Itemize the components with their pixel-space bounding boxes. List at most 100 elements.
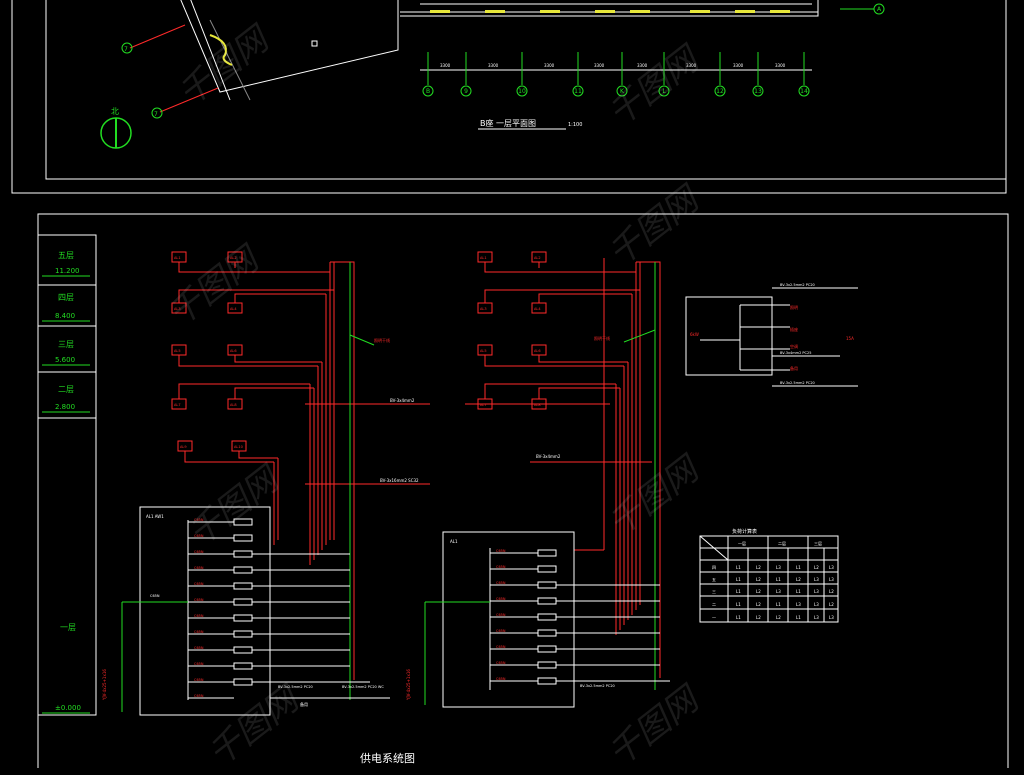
load-cell: 一 <box>712 615 716 620</box>
left-grid-markers: 7 7 <box>121 42 163 119</box>
load-cell: L2 <box>829 602 834 607</box>
floor-1-name: 一层 <box>60 623 76 632</box>
box-label: AL9 <box>180 445 187 449</box>
dimension-row: 3300 3300 3300 3300 3300 3300 3300 3300 … <box>420 52 812 97</box>
right-cable-1: BV-3x4mm2 <box>536 454 561 459</box>
svg-text:C65N: C65N <box>496 565 506 569</box>
bottom-sheet: 五层 11.200 四层 8.400 三层 5.600 二层 2.800 一层 … <box>37 213 1009 768</box>
left-breakers <box>233 518 253 686</box>
load-table-title: 负荷计算表 <box>732 528 757 535</box>
window-marks <box>430 10 790 13</box>
north-label: 北 <box>111 107 119 116</box>
load-cell: L3 <box>814 589 819 594</box>
axis-label: B <box>426 88 430 95</box>
load-cell: L1 <box>736 565 741 570</box>
dim-6: 3300 <box>686 63 697 68</box>
load-cell: L1 <box>736 615 741 620</box>
breaker-label: C65N <box>194 566 204 570</box>
floor-5-elev: 11.200 <box>55 267 80 275</box>
box-label: AL1 <box>174 256 181 260</box>
load-cell: L3 <box>796 602 801 607</box>
marker-7a: 7 <box>124 46 128 53</box>
left-cable-2: BV-3x16mm2 SC32 <box>380 478 419 483</box>
load-cell: L1 <box>796 565 801 570</box>
floor-1-elev: ±0.000 <box>55 704 81 712</box>
floor-plan-outline <box>180 0 819 101</box>
load-cell: L2 <box>756 615 761 620</box>
load-cell: L1 <box>736 589 741 594</box>
detail-label-1: 照明 <box>790 305 798 310</box>
load-cell: L1 <box>776 577 781 582</box>
axis-label: 14 <box>800 88 808 95</box>
floor-5-name: 五层 <box>58 251 74 260</box>
load-cell: L1 <box>736 577 741 582</box>
left-main-breaker: C65N <box>150 594 160 598</box>
breaker-label: C65N <box>194 646 204 650</box>
floor-3-elev: 5.600 <box>55 356 75 364</box>
load-cell: L3 <box>776 589 781 594</box>
left-red-wiring <box>178 261 430 680</box>
load-cell: L3 <box>814 577 819 582</box>
box-label: AL3 <box>480 307 487 311</box>
box-label: AL5 <box>174 349 181 353</box>
detail-label-4: 备用 <box>790 365 798 371</box>
red-leader-lines <box>129 24 219 113</box>
breaker-label: C65N <box>194 662 204 666</box>
detail-side-2: 15A <box>846 336 854 341</box>
right-system: AL1 AL2 AL3 AL4 AL5 AL6 AL7 AL8 <box>406 251 670 708</box>
axis-label: 11 <box>574 88 582 95</box>
left-green-riser <box>349 262 375 700</box>
right-panel-box <box>442 531 575 708</box>
breaker-label: C65N <box>194 550 204 554</box>
right-note-1: BV-3x2.5mm2 PC20 <box>580 684 615 688</box>
breaker-label: C65N <box>194 518 204 522</box>
load-header-2: 二层 <box>778 540 786 546</box>
box-label: AL7 <box>174 403 181 407</box>
dim-3: 3300 <box>544 63 555 68</box>
load-cell: 四 <box>712 565 716 570</box>
breaker-label: C65N <box>194 630 204 634</box>
plan-scale: 1:100 <box>568 122 582 128</box>
svg-text:C65N: C65N <box>496 581 506 585</box>
breaker-label: C65N <box>194 534 204 538</box>
load-cell: L3 <box>829 615 834 620</box>
breaker-label: C65N <box>194 598 204 602</box>
left-note-1: BV-3x2.5mm2 PC20 <box>278 685 313 689</box>
svg-text:C65N: C65N <box>496 549 506 553</box>
marker-7b: 7 <box>154 111 158 118</box>
floor-2-elev: 2.800 <box>55 403 75 411</box>
svg-text:C65N: C65N <box>496 677 506 681</box>
left-panel-box <box>139 506 271 716</box>
load-cell: L1 <box>796 589 801 594</box>
breaker-label: C65N <box>194 614 204 618</box>
dim-8: 3300 <box>775 63 786 68</box>
floor-4-name: 四层 <box>58 293 74 302</box>
detail-cable-2: BV-3x4mm2 PC25 <box>780 351 811 355</box>
floor-3-name: 三层 <box>58 340 74 349</box>
svg-text:C65N: C65N <box>496 645 506 649</box>
breaker-label: C65N <box>194 694 204 698</box>
box-label: AL8 <box>534 403 541 407</box>
load-header-3: 三层 <box>814 540 822 546</box>
box-label: AL6 <box>534 349 541 353</box>
svg-text:A: A <box>877 6 882 13</box>
load-cell: L2 <box>756 602 761 607</box>
left-riser-note: 照明干线 <box>374 337 390 343</box>
axis-label: 9 <box>464 88 468 95</box>
load-cell: L3 <box>829 565 834 570</box>
left-note-3: 备用 <box>300 701 308 707</box>
detail-cable-1: BV-3x2.5mm2 PC20 <box>780 283 815 287</box>
load-cell: L3 <box>829 577 834 582</box>
box-label: AL1 <box>480 256 487 260</box>
box-label: AL2 <box>534 256 541 260</box>
dim-7: 3300 <box>733 63 744 68</box>
load-cell: L3 <box>814 615 819 620</box>
breaker-label: C65N <box>194 678 204 682</box>
left-note-2: BV-3x2.5mm2 PC20 WC <box>342 685 384 689</box>
right-riser-note: 照明干线 <box>594 335 610 341</box>
load-cell: L1 <box>736 602 741 607</box>
svg-text:C65N: C65N <box>496 597 506 601</box>
main-title: 供电系统图 <box>360 751 415 765</box>
